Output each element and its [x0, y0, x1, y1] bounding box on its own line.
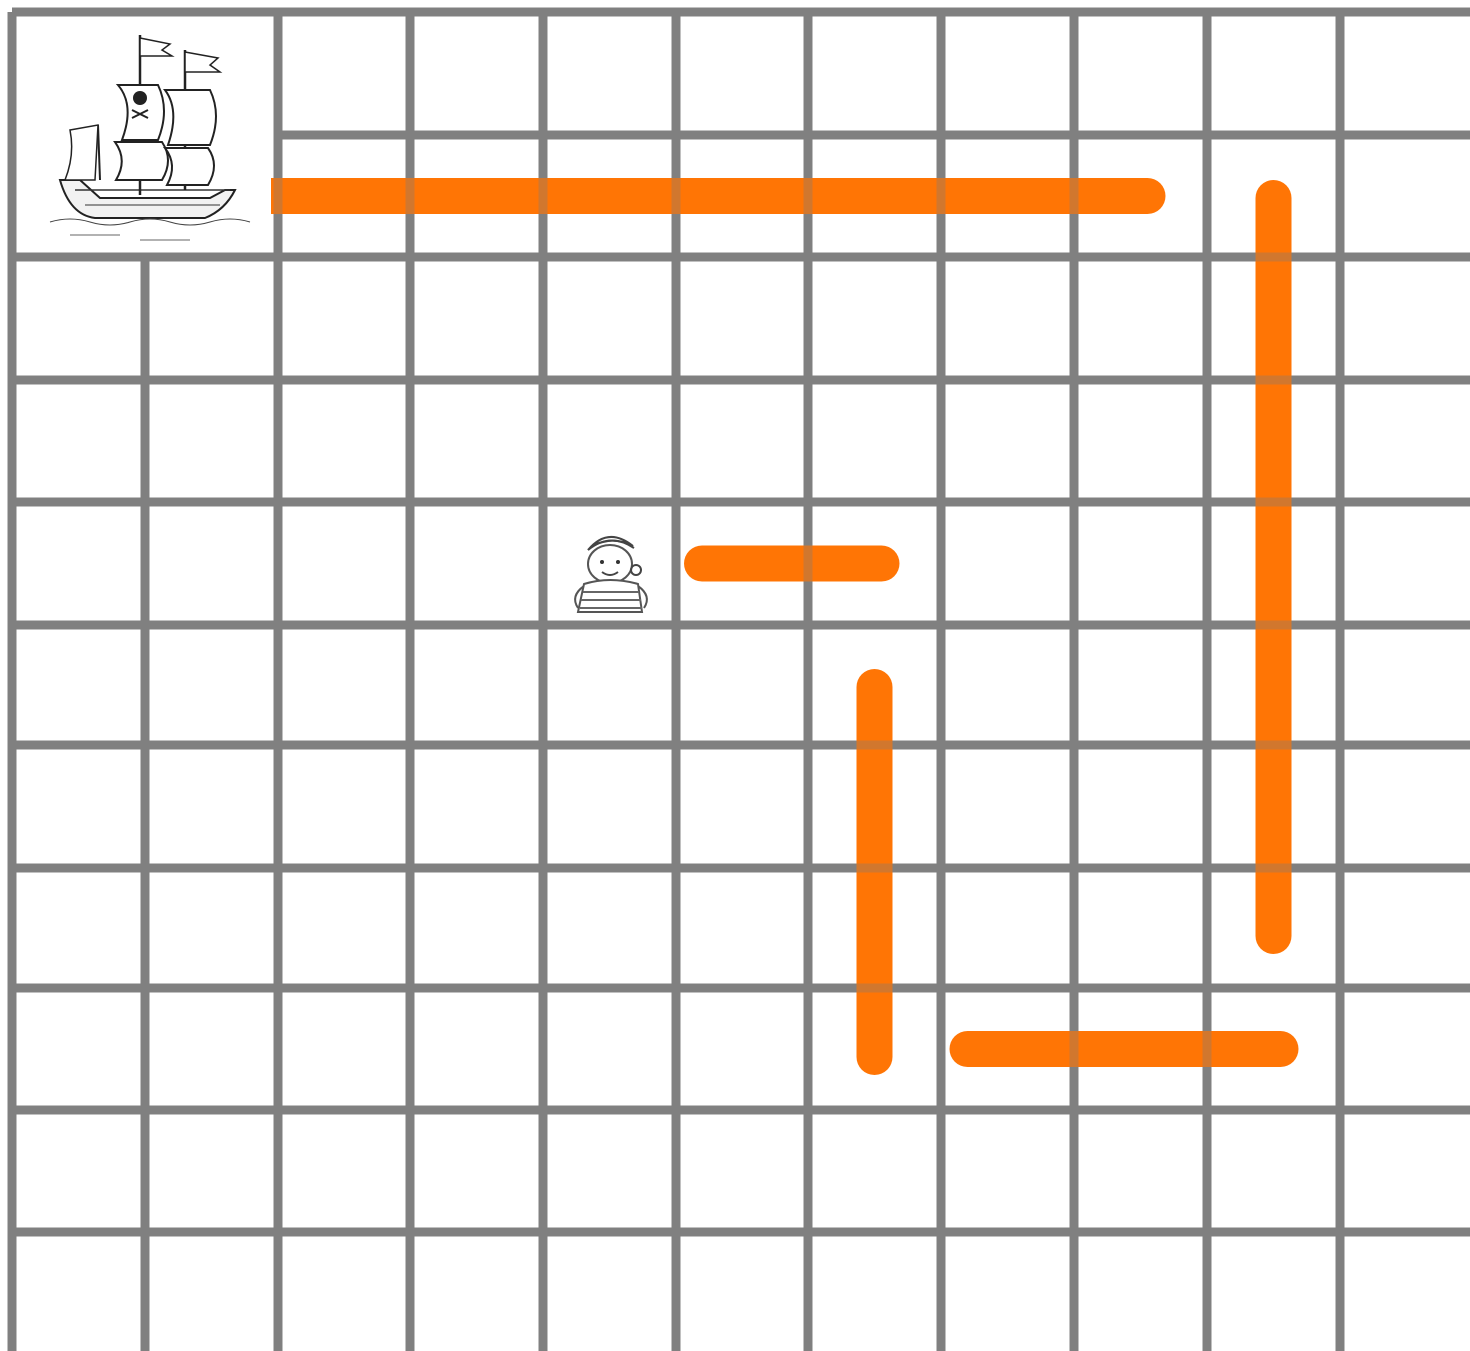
pirate-ship-icon: [18, 18, 271, 244]
